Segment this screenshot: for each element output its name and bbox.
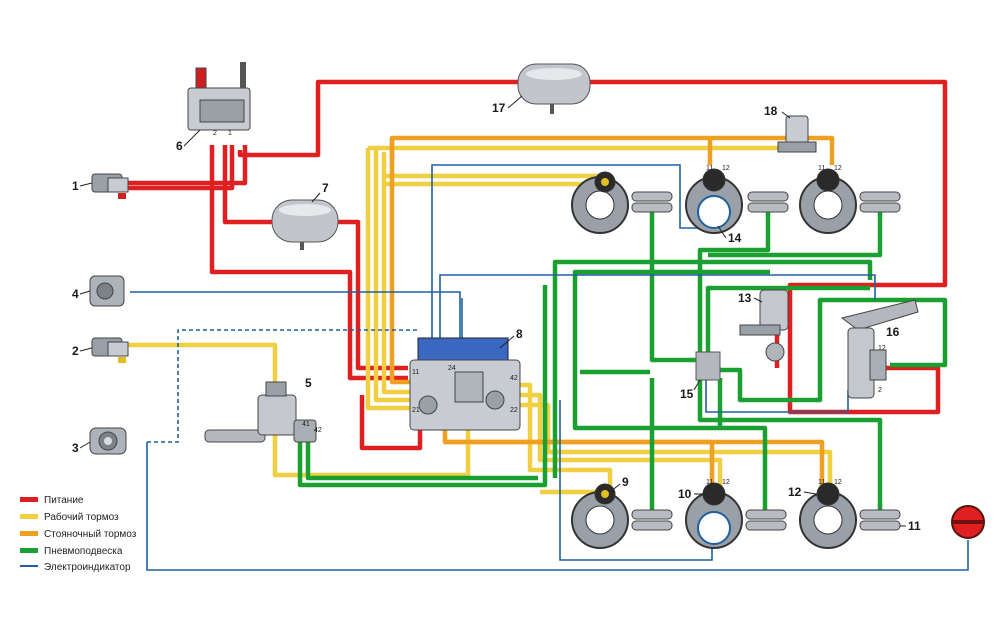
label-3: 3 [72,441,79,455]
port-5-41: 41 [302,421,310,428]
label-16: 16 [886,325,900,339]
label-8: 8 [516,327,523,341]
electrical-socket [89,427,127,455]
legend-swatch-parking [20,531,38,536]
legend-label-parking: Стояночный тормоз [44,529,137,540]
port-u3-11: 11 [818,165,825,172]
brake-chamber-upper-3 [799,168,857,234]
warning-lamp-icon [951,505,985,539]
valve-18 [777,115,817,153]
legend: Питание Рабочий тормоз Стояночный тормоз… [20,495,137,573]
legend-swatch-supply [20,497,38,502]
label-18: 18 [764,104,778,118]
port-14-12: 12 [722,165,730,172]
air-tank-small [271,199,339,250]
component-labels: 1 2 3 4 5 6 7 8 9 10 11 12 13 14 15 16 1… [72,95,921,533]
port-6-1: 1 [228,130,232,137]
port-8-24: 24 [448,365,456,372]
brake-chamber-lower-1 [571,483,629,549]
label-14: 14 [728,231,742,245]
brake-chamber-upper-2 [685,168,743,234]
electric-lines [130,164,969,571]
port-labels: 11 21 24 42 22 42 41 11 12 11 12 11 12 1… [213,130,886,486]
trailer-ebs-module [409,337,521,431]
electric-dashed-lines [147,329,420,443]
service-brake-lines [128,145,833,495]
label-12: 12 [788,485,802,499]
port-5-42: 42 [314,427,322,434]
label-2: 2 [72,344,79,358]
legend-label-electric: Электроиндикатор [44,562,131,573]
distribution-block [695,351,721,381]
brake-chamber-lower-2 [685,482,743,549]
port-u3-12: 12 [834,165,842,172]
relay-valve [204,381,317,443]
air-tank-main [517,63,591,114]
label-5: 5 [305,376,312,390]
port-16-2: 2 [878,387,882,394]
label-9: 9 [622,475,629,489]
leveling-valve [739,289,789,362]
port-12-12: 12 [834,479,842,486]
port-12-11: 11 [818,479,825,486]
label-17: 17 [492,101,506,115]
air-bellows-lower [631,509,901,531]
legend-label-suspension: Пневмоподвеска [44,546,123,557]
legend-swatch-electric [20,565,38,567]
port-10-12: 12 [722,479,730,486]
label-4: 4 [72,287,79,301]
brake-chamber-lower-3 [799,482,857,549]
label-1: 1 [72,179,79,193]
port-8-42: 42 [510,375,518,382]
hand-control-valve [187,62,251,131]
legend-label-service: Рабочий тормоз [44,511,119,523]
coupling-head-service [91,337,129,363]
legend-label-supply: Питание [44,495,84,506]
label-7: 7 [322,181,329,195]
port-16-12: 12 [878,345,886,352]
port-14-11: 11 [706,165,713,172]
lift-axle-valve [840,299,919,399]
port-6-2: 2 [213,130,217,137]
port-8-11: 11 [412,369,419,376]
air-bellows-upper [631,191,901,213]
air-suspension-lines [297,212,948,510]
brake-chamber-upper-1 [571,171,629,234]
label-13: 13 [738,291,752,305]
legend-swatch-service [20,514,38,519]
label-15: 15 [680,387,694,401]
port-8-21: 21 [412,407,420,414]
label-6: 6 [176,139,183,153]
port-8-22: 22 [510,407,518,414]
label-10: 10 [678,487,692,501]
port-10-11: 11 [706,479,713,486]
coupling-head-supply [91,173,129,199]
legend-swatch-suspension [20,548,38,553]
label-11: 11 [908,519,921,533]
connector-plug [89,275,125,307]
